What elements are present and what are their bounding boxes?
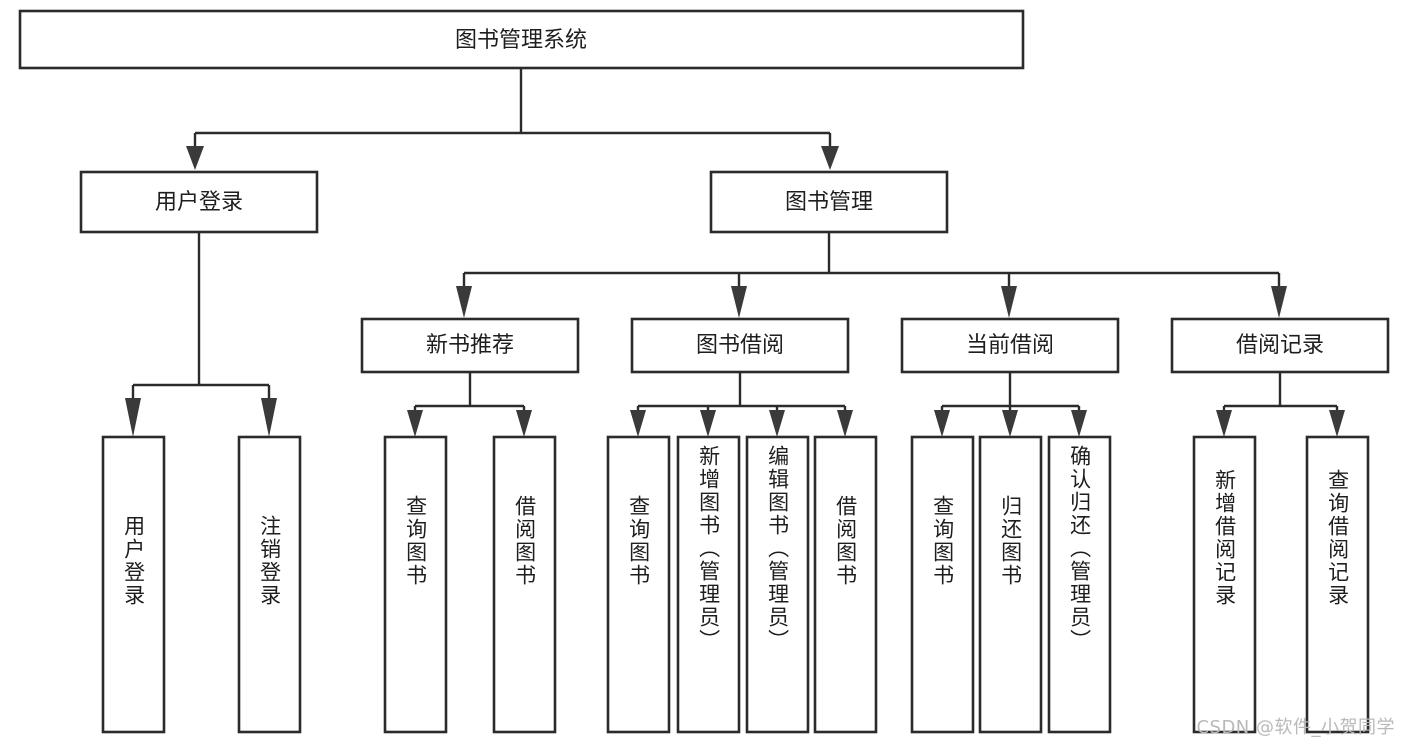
arrow-head-leaf-book-borrow-2 bbox=[700, 410, 716, 437]
leaf-box-borrow-record-1[interactable] bbox=[1192, 435, 1257, 734]
arrow-head-book-mgmt bbox=[821, 146, 839, 170]
node-root-label: 图书管理系统 bbox=[455, 28, 587, 53]
node-user-login-label: 用户登录 bbox=[155, 190, 243, 215]
node-book-mgmt-box[interactable] bbox=[709, 170, 949, 234]
arrow-head-leaf-book-borrow-4 bbox=[837, 410, 853, 437]
node-book-mgmt-label: 图书管理 bbox=[785, 190, 873, 215]
arrow-head-leaf-borrow-record-2 bbox=[1329, 410, 1345, 437]
leaf-box-user-login-1[interactable] bbox=[101, 435, 166, 734]
leaf-box-borrow-record-2[interactable] bbox=[1305, 435, 1370, 734]
arrow-head-leaf-borrow-record-1 bbox=[1216, 410, 1232, 437]
leaf-box-current-borrow-3[interactable] bbox=[1047, 435, 1112, 734]
leaf-box-user-login-2[interactable] bbox=[237, 435, 302, 734]
arrow-head-leaf-new-book-1 bbox=[407, 410, 423, 437]
arrow-head-leaf-user-login-2 bbox=[261, 398, 277, 437]
node-book-borrow-label: 图书借阅 bbox=[696, 333, 784, 358]
leaf-box-book-borrow-2[interactable] bbox=[676, 435, 741, 734]
arrow-head-leaf-current-borrow-1 bbox=[934, 410, 950, 437]
arrow-head-level3-1 bbox=[456, 286, 472, 318]
leaf-box-current-borrow-1[interactable] bbox=[910, 435, 975, 734]
leaf-box-book-borrow-3[interactable] bbox=[745, 435, 810, 734]
node-new-book-recommend-label: 新书推荐 bbox=[426, 333, 514, 358]
arrow-head-level3-3 bbox=[1001, 286, 1017, 318]
node-current-borrow-label: 当前借阅 bbox=[966, 333, 1054, 358]
leaf-box-book-borrow-4[interactable] bbox=[813, 435, 878, 734]
arrow-head-level3-2 bbox=[731, 286, 747, 318]
watermark-text: CSDN @软件_小贺同学 bbox=[1196, 717, 1395, 738]
node-book-borrow-box[interactable] bbox=[630, 317, 850, 374]
arrow-head-leaf-book-borrow-3 bbox=[769, 410, 785, 437]
node-new-book-recommend-box[interactable] bbox=[360, 317, 580, 374]
arrow-head-user-login bbox=[186, 146, 204, 170]
node-root-box[interactable] bbox=[18, 9, 1025, 70]
arrow-head-level3-4 bbox=[1271, 286, 1287, 318]
arrow-head-leaf-user-login-1 bbox=[125, 398, 141, 437]
arrow-head-leaf-book-borrow-1 bbox=[630, 410, 646, 437]
arrow-head-leaf-new-book-2 bbox=[516, 410, 532, 437]
node-borrow-record-label: 借阅记录 bbox=[1236, 333, 1324, 358]
node-current-borrow-box[interactable] bbox=[900, 317, 1120, 374]
leaf-box-new-book-1[interactable] bbox=[383, 435, 448, 734]
leaf-box-new-book-2[interactable] bbox=[492, 435, 557, 734]
leaf-box-book-borrow-1[interactable] bbox=[606, 435, 671, 734]
arrow-head-leaf-current-borrow-3 bbox=[1071, 410, 1087, 437]
node-borrow-record-box[interactable] bbox=[1170, 317, 1390, 374]
leaf-box-current-borrow-2[interactable] bbox=[978, 435, 1043, 734]
arrow-head-leaf-current-borrow-2 bbox=[1002, 410, 1018, 437]
